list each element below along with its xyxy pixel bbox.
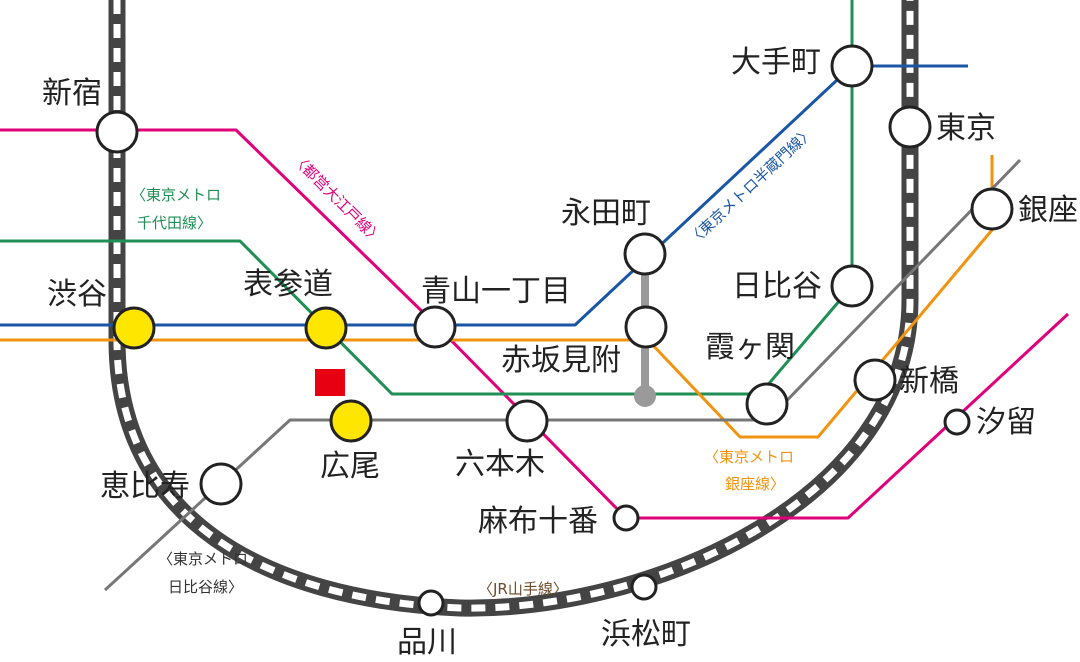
label-azabu-juban: 麻布十番 (478, 504, 598, 539)
label-omotesando: 表参道 (243, 267, 333, 302)
chiyoda-line (0, 0, 854, 396)
station-akasaka-mitsuke[interactable] (624, 305, 668, 349)
hanzomon-line-label: 〈東京メトロ半蔵門線〉 (684, 123, 817, 249)
yamanote-line (108, 0, 919, 617)
station-nagatacho[interactable] (623, 232, 667, 276)
yamanote-line-label: 〈JR山手線〉 (478, 580, 568, 598)
station-azabu-juban[interactable] (612, 504, 640, 532)
station-aoyama-itchome[interactable] (413, 305, 457, 349)
station-tokyo[interactable] (888, 105, 932, 149)
chiyoda-line-label-2: 千代田線〉 (137, 214, 212, 232)
label-aoyama-itchome: 青山一丁目 (421, 274, 571, 309)
station-ginza[interactable] (970, 187, 1014, 231)
label-shiodome: 汐留 (976, 405, 1036, 440)
label-ebisu: 恵比寿 (100, 469, 190, 504)
oedo-line-label: 〈都営大江戸線〉 (288, 150, 386, 248)
label-shinagawa: 品川 (397, 625, 457, 660)
station-hamamatsucho[interactable] (630, 573, 658, 601)
label-hibiya: 日比谷 (732, 269, 822, 304)
station-shinagawa[interactable] (417, 589, 445, 617)
station-hibiya[interactable] (830, 264, 874, 308)
station-shiodome[interactable] (943, 408, 971, 436)
station-ebisu[interactable] (199, 462, 243, 506)
chiyoda-line-label-1: 〈東京メトロ (131, 186, 221, 204)
ginza-line-label-2: 銀座線〉 (725, 475, 785, 493)
label-hamamatsucho: 浜松町 (601, 617, 691, 652)
hibiya-line-label-1: 〈東京メトロ (158, 550, 248, 568)
ginza-line-label-1: 〈東京メトロ (704, 448, 794, 466)
label-shinjuku: 新宿 (42, 76, 102, 111)
destination-marker (315, 369, 345, 396)
label-otemachi: 大手町 (731, 45, 821, 80)
hibiya-line-label-2: 日比谷線〉 (168, 578, 243, 596)
label-nagatacho: 永田町 (561, 196, 651, 231)
station-shinjuku[interactable] (95, 110, 139, 154)
station-shibuya[interactable] (112, 306, 156, 350)
transfer-dot (634, 385, 656, 407)
label-roppongi: 六本木 (455, 447, 545, 482)
label-kasumigaseki: 霞ヶ関 (705, 330, 795, 365)
label-tokyo: 東京 (936, 111, 996, 146)
station-hiroo[interactable] (329, 399, 373, 443)
station-kasumigaseki[interactable] (745, 382, 789, 426)
label-ginza: 銀座 (1018, 193, 1078, 228)
label-hiroo: 広尾 (320, 449, 380, 484)
station-shimbashi[interactable] (853, 358, 897, 402)
station-otemachi[interactable] (830, 44, 874, 88)
station-roppongi[interactable] (505, 399, 549, 443)
station-omotesando[interactable] (304, 306, 348, 350)
label-shimbashi: 新橋 (899, 364, 959, 399)
label-shibuya: 渋谷 (47, 277, 107, 312)
hanzomon-line (0, 64, 968, 327)
label-akasaka-mitsuke: 赤坂見附 (501, 343, 621, 378)
